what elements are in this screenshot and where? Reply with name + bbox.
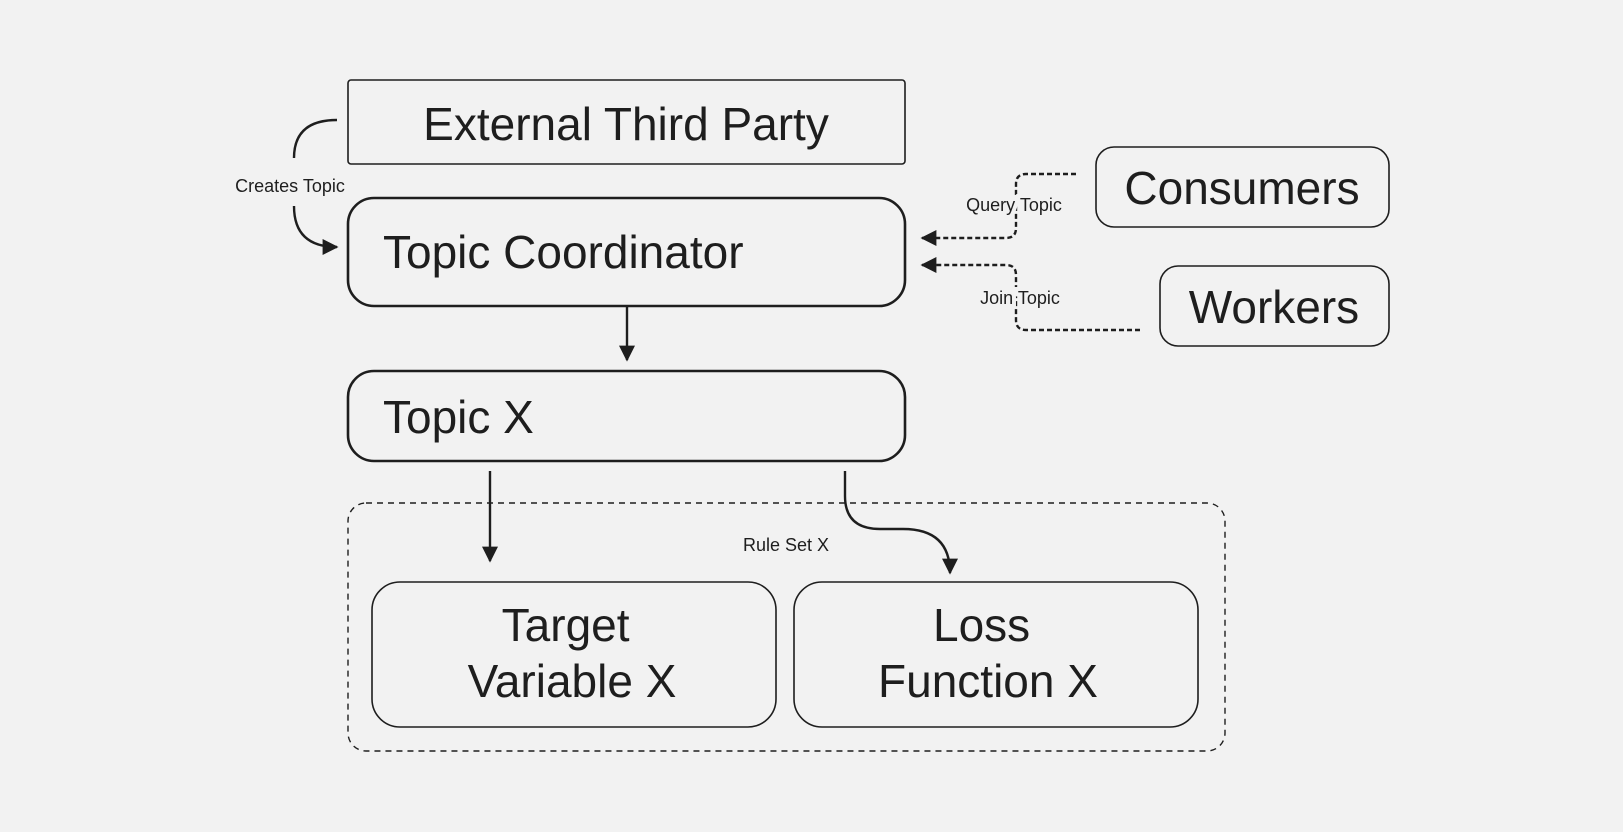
- topic-x-label: Topic X: [383, 391, 534, 443]
- loss-function-box: [793, 581, 1199, 728]
- target-variable-label: Target Variable X: [468, 599, 677, 707]
- query-topic-label: Query Topic: [966, 195, 1062, 215]
- loss-function-line-1: Loss: [933, 599, 1030, 651]
- loss-function-label: Loss Function X: [878, 599, 1098, 707]
- external-third-party-label: External Third Party: [423, 98, 829, 150]
- loss-function-line-2: Function X: [878, 655, 1098, 707]
- query-topic-arrow: [920, 172, 1076, 246]
- workers-label: Workers: [1189, 281, 1359, 333]
- consumers-box: [1095, 146, 1390, 228]
- creates-topic-arrow: [292, 118, 337, 247]
- join-topic-label: Join Topic: [980, 288, 1060, 308]
- join-topic-arrow: [920, 257, 1140, 332]
- creates-topic-label: Creates Topic: [235, 176, 345, 196]
- consumers-label: Consumers: [1124, 162, 1359, 214]
- topic-to-loss-arrow: [843, 471, 958, 575]
- target-variable-box: [371, 581, 777, 728]
- rule-set-label: Rule Set X: [743, 535, 829, 555]
- topic-x-box: [346, 369, 907, 463]
- target-variable-line-1: Target: [502, 599, 630, 651]
- topic-coordinator-label: Topic Coordinator: [383, 226, 744, 278]
- rule-set-group: [347, 502, 1226, 752]
- target-variable-line-2: Variable X: [468, 655, 677, 707]
- external-third-party-box: [347, 79, 906, 165]
- workers-box: [1159, 265, 1390, 347]
